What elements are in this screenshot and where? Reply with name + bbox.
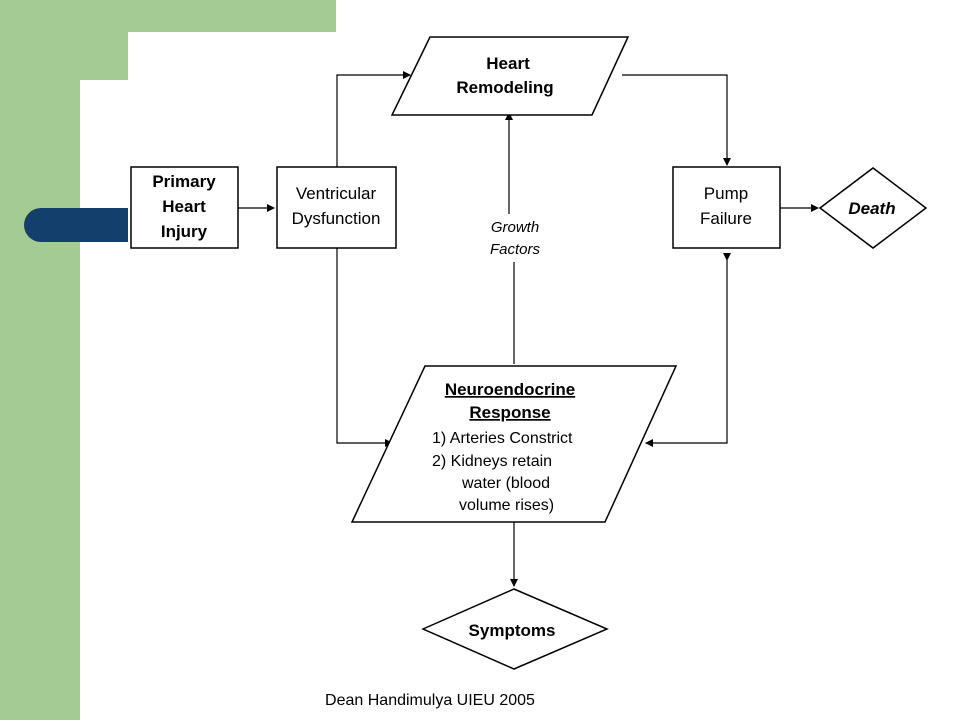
green-corner-block <box>80 32 128 80</box>
node-neuroendocrine-response: Neuroendocrine Response 1) Arteries Cons… <box>350 365 678 523</box>
node-label-line: Injury <box>161 222 208 241</box>
node-list-line: volume rises) <box>459 497 554 514</box>
node-label-line: Dysfunction <box>292 209 381 228</box>
arrow-pump-neuroendocrine-bidirectional <box>645 253 731 447</box>
node-heart-remodeling: Heart Remodeling <box>390 36 630 116</box>
node-label-line: Primary <box>152 172 216 191</box>
node-label-line: Pump <box>704 184 748 203</box>
node-list-line: 1) Arteries Constrict <box>432 430 573 447</box>
heart-failure-flowchart: Primary Heart Injury Ventricular Dysfunc… <box>130 36 928 670</box>
arrow-remodeling-to-pump <box>622 74 731 166</box>
node-title-line: Neuroendocrine <box>445 380 575 399</box>
node-pump-failure: Pump Failure <box>672 166 781 249</box>
green-top-band <box>80 0 336 32</box>
node-death: Death <box>818 167 928 249</box>
node-label-line: Heart <box>486 54 530 73</box>
footer-credit-text: Dean Handimulya UIEU 2005 <box>325 692 535 709</box>
connectors <box>238 71 819 587</box>
node-label-line: Remodeling <box>456 78 553 97</box>
node-label-line: Factors <box>490 241 541 258</box>
node-growth-factors: Growth Factors <box>490 219 541 258</box>
node-label-line: Heart <box>162 197 206 216</box>
node-label: Death <box>848 199 895 218</box>
node-ventricular-dysfunction: Ventricular Dysfunction <box>276 166 397 249</box>
node-primary-heart-injury: Primary Heart Injury <box>130 166 239 249</box>
node-label-line: Ventricular <box>296 184 377 203</box>
green-sidebar-background <box>0 0 80 720</box>
node-symptoms: Symptoms <box>421 588 609 670</box>
node-label: Symptoms <box>469 621 556 640</box>
node-title-line: Response <box>469 403 550 422</box>
node-list-line: water (blood <box>461 475 550 492</box>
blue-accent-tab <box>24 208 128 242</box>
node-label-line: Growth <box>491 219 539 236</box>
arrow-dysfunction-to-neuroendocrine <box>336 248 393 447</box>
node-list-line: 2) Kidneys retain <box>432 453 552 470</box>
footer-credit: Dean Handimulya UIEU 2005 <box>0 692 960 710</box>
arrow-dysfunction-to-remodeling <box>336 71 411 167</box>
node-label-line: Failure <box>700 209 752 228</box>
